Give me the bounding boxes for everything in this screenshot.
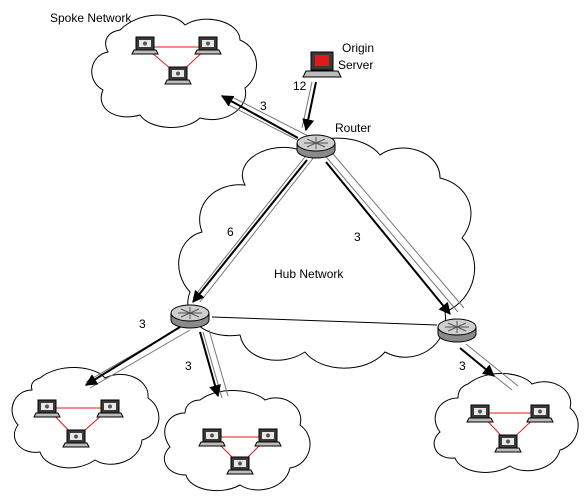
spoke-cloud-bottom-mid (164, 390, 311, 492)
flow-arrow-router-spoke-top (220, 95, 299, 139)
flow-label-router-left-router: 6 (227, 225, 234, 239)
laptop-icon (131, 36, 159, 55)
lan-links-bottom-right (478, 412, 542, 444)
spoke-cloud-bottom-left (11, 366, 160, 469)
laptop-icon (62, 429, 90, 448)
laptop-icon (466, 404, 494, 423)
laptop-icon (526, 404, 554, 423)
laptop-icon (254, 428, 282, 447)
laptop-icon (164, 66, 192, 85)
router-icon (296, 134, 336, 159)
flow-arrow-left-spoke-bottom-left (84, 321, 189, 386)
flow-label-left-spoke-bottom-mid: 3 (185, 359, 192, 373)
lan-links-bottom-mid (210, 436, 270, 466)
flow-arrow-left-spoke-bottom-mid (199, 331, 221, 398)
laptop-icon (494, 434, 522, 453)
flow-label-server-router: 12 (293, 79, 307, 93)
flow-label-router-spoke-top: 3 (260, 99, 267, 113)
laptop-icon (198, 428, 226, 447)
laptop-icon (96, 399, 124, 418)
flow-arrow-router-left-router (192, 159, 308, 303)
flow-arrow-server-router (302, 81, 317, 132)
lan-links-top (143, 46, 210, 76)
hub-link-left-right (211, 316, 438, 326)
spoke-network-label: Spoke Network (50, 11, 132, 25)
spoke-cloud-bottom-right (433, 372, 579, 473)
server-icon (302, 51, 342, 78)
flow-arrow-router-right-router (325, 161, 451, 315)
flow-arrow-right-spoke-bottom-right (459, 347, 495, 377)
laptop-icon (226, 456, 254, 475)
router-icon (437, 318, 477, 343)
lan-links-bottom-left (45, 407, 112, 439)
router-icon (170, 304, 210, 329)
laptop-icon (33, 399, 61, 418)
laptop-icon (194, 36, 222, 55)
router-label: Router (335, 121, 371, 135)
origin-server-label-line2: Server (338, 58, 373, 72)
flow-label-router-right-router: 3 (354, 230, 361, 244)
flow-label-right-spoke-bottom-right: 3 (459, 359, 466, 373)
origin-server-label-line1: Origin (342, 41, 374, 55)
hub-network-cloud (178, 137, 476, 369)
hub-network-label: Hub Network (274, 267, 344, 281)
flow-label-left-spoke-bottom-left: 3 (139, 317, 146, 331)
